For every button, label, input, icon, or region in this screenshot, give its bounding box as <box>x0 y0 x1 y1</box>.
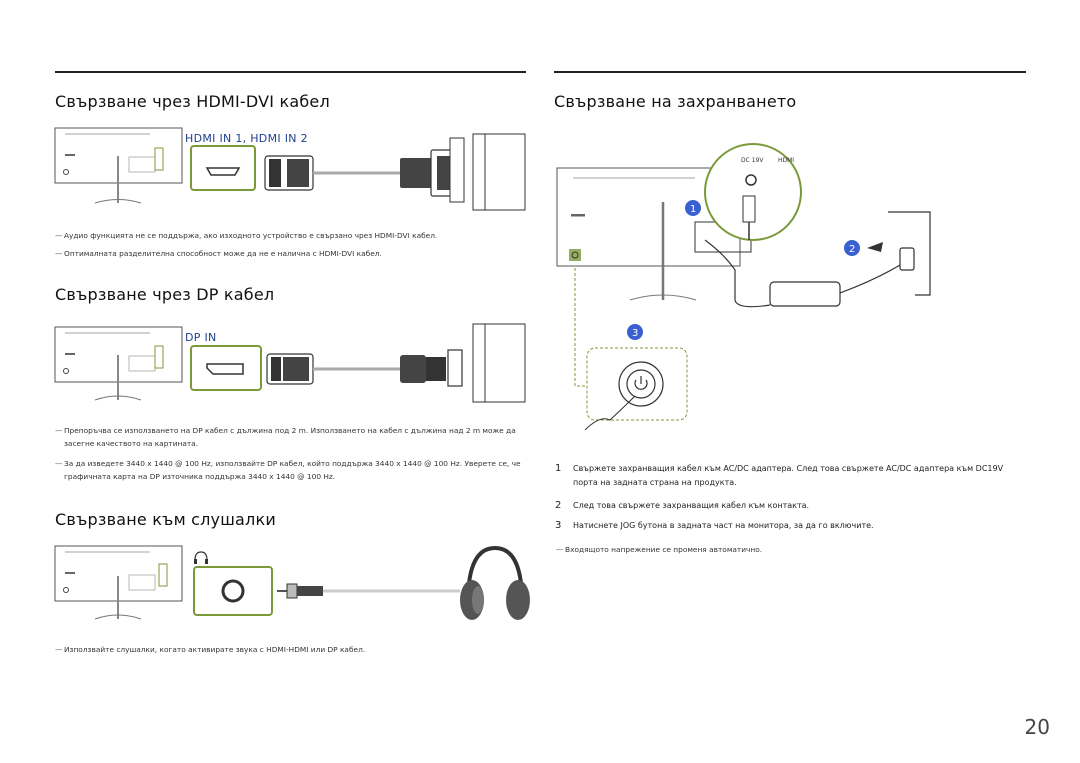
note-item: —Използвайте слушалки, когато активирате… <box>55 645 366 654</box>
power-title: Свързване на захранването <box>554 92 797 111</box>
hdmi-dvi-title: Свързване чрез HDMI-DVI кабел <box>55 92 330 111</box>
headphones-illustration <box>460 545 530 620</box>
step-badge-1 <box>685 200 701 216</box>
wall-outlet-illustration <box>888 211 931 296</box>
monitor-back-illustration <box>54 326 183 401</box>
port-label-hdmi: HDMI <box>778 157 794 164</box>
monitor-back-illustration <box>54 545 183 620</box>
step-badge-3 <box>627 324 643 340</box>
power-note: —Входящото напрежение се променя автомат… <box>556 545 763 554</box>
dp-diagram <box>54 323 526 403</box>
svg-text:2: 2 <box>849 244 855 255</box>
headphones-title: Свързване към слушалки <box>55 510 276 529</box>
pc-tower-illustration <box>472 323 526 403</box>
dp-title: Свързване чрез DP кабел <box>55 285 275 304</box>
note-item: —Аудио функцията не се поддържа, ако изх… <box>55 231 438 240</box>
headphone-port-highlight <box>193 566 273 616</box>
power-diagram: DC 19V HDMI 1 2 3 <box>556 143 931 431</box>
note-item: —За да изведете 3440 x 1440 @ 100 Hz, из… <box>55 459 521 481</box>
dp-port-highlight <box>190 345 262 391</box>
note-item: —Оптималната разделителна способност мож… <box>55 249 382 258</box>
port-label-dc: DC 19V <box>741 157 764 164</box>
headphone-port-icon <box>194 551 208 564</box>
monitor-back-illustration <box>54 127 183 204</box>
svg-text:1: 1 <box>690 204 696 215</box>
note-item: —Препоръчва се използването на DP кабел … <box>55 426 516 448</box>
hdmi-port-label: HDMI IN 1, HDMI IN 2 <box>185 132 308 145</box>
jog-button-zoom <box>586 347 688 421</box>
hdmi-dvi-diagram <box>54 127 526 211</box>
headphones-diagram <box>54 545 530 620</box>
page-number: 20 <box>1024 715 1050 739</box>
dp-port-label: DP IN <box>185 331 217 344</box>
port-magnifier <box>704 143 802 241</box>
svg-text:3: 3 <box>632 328 638 339</box>
left-section-rule <box>55 71 526 73</box>
right-section-rule <box>554 71 1026 73</box>
pc-tower-illustration <box>449 133 526 211</box>
ac-dc-adapter <box>769 281 841 307</box>
step-badge-2 <box>844 240 860 256</box>
